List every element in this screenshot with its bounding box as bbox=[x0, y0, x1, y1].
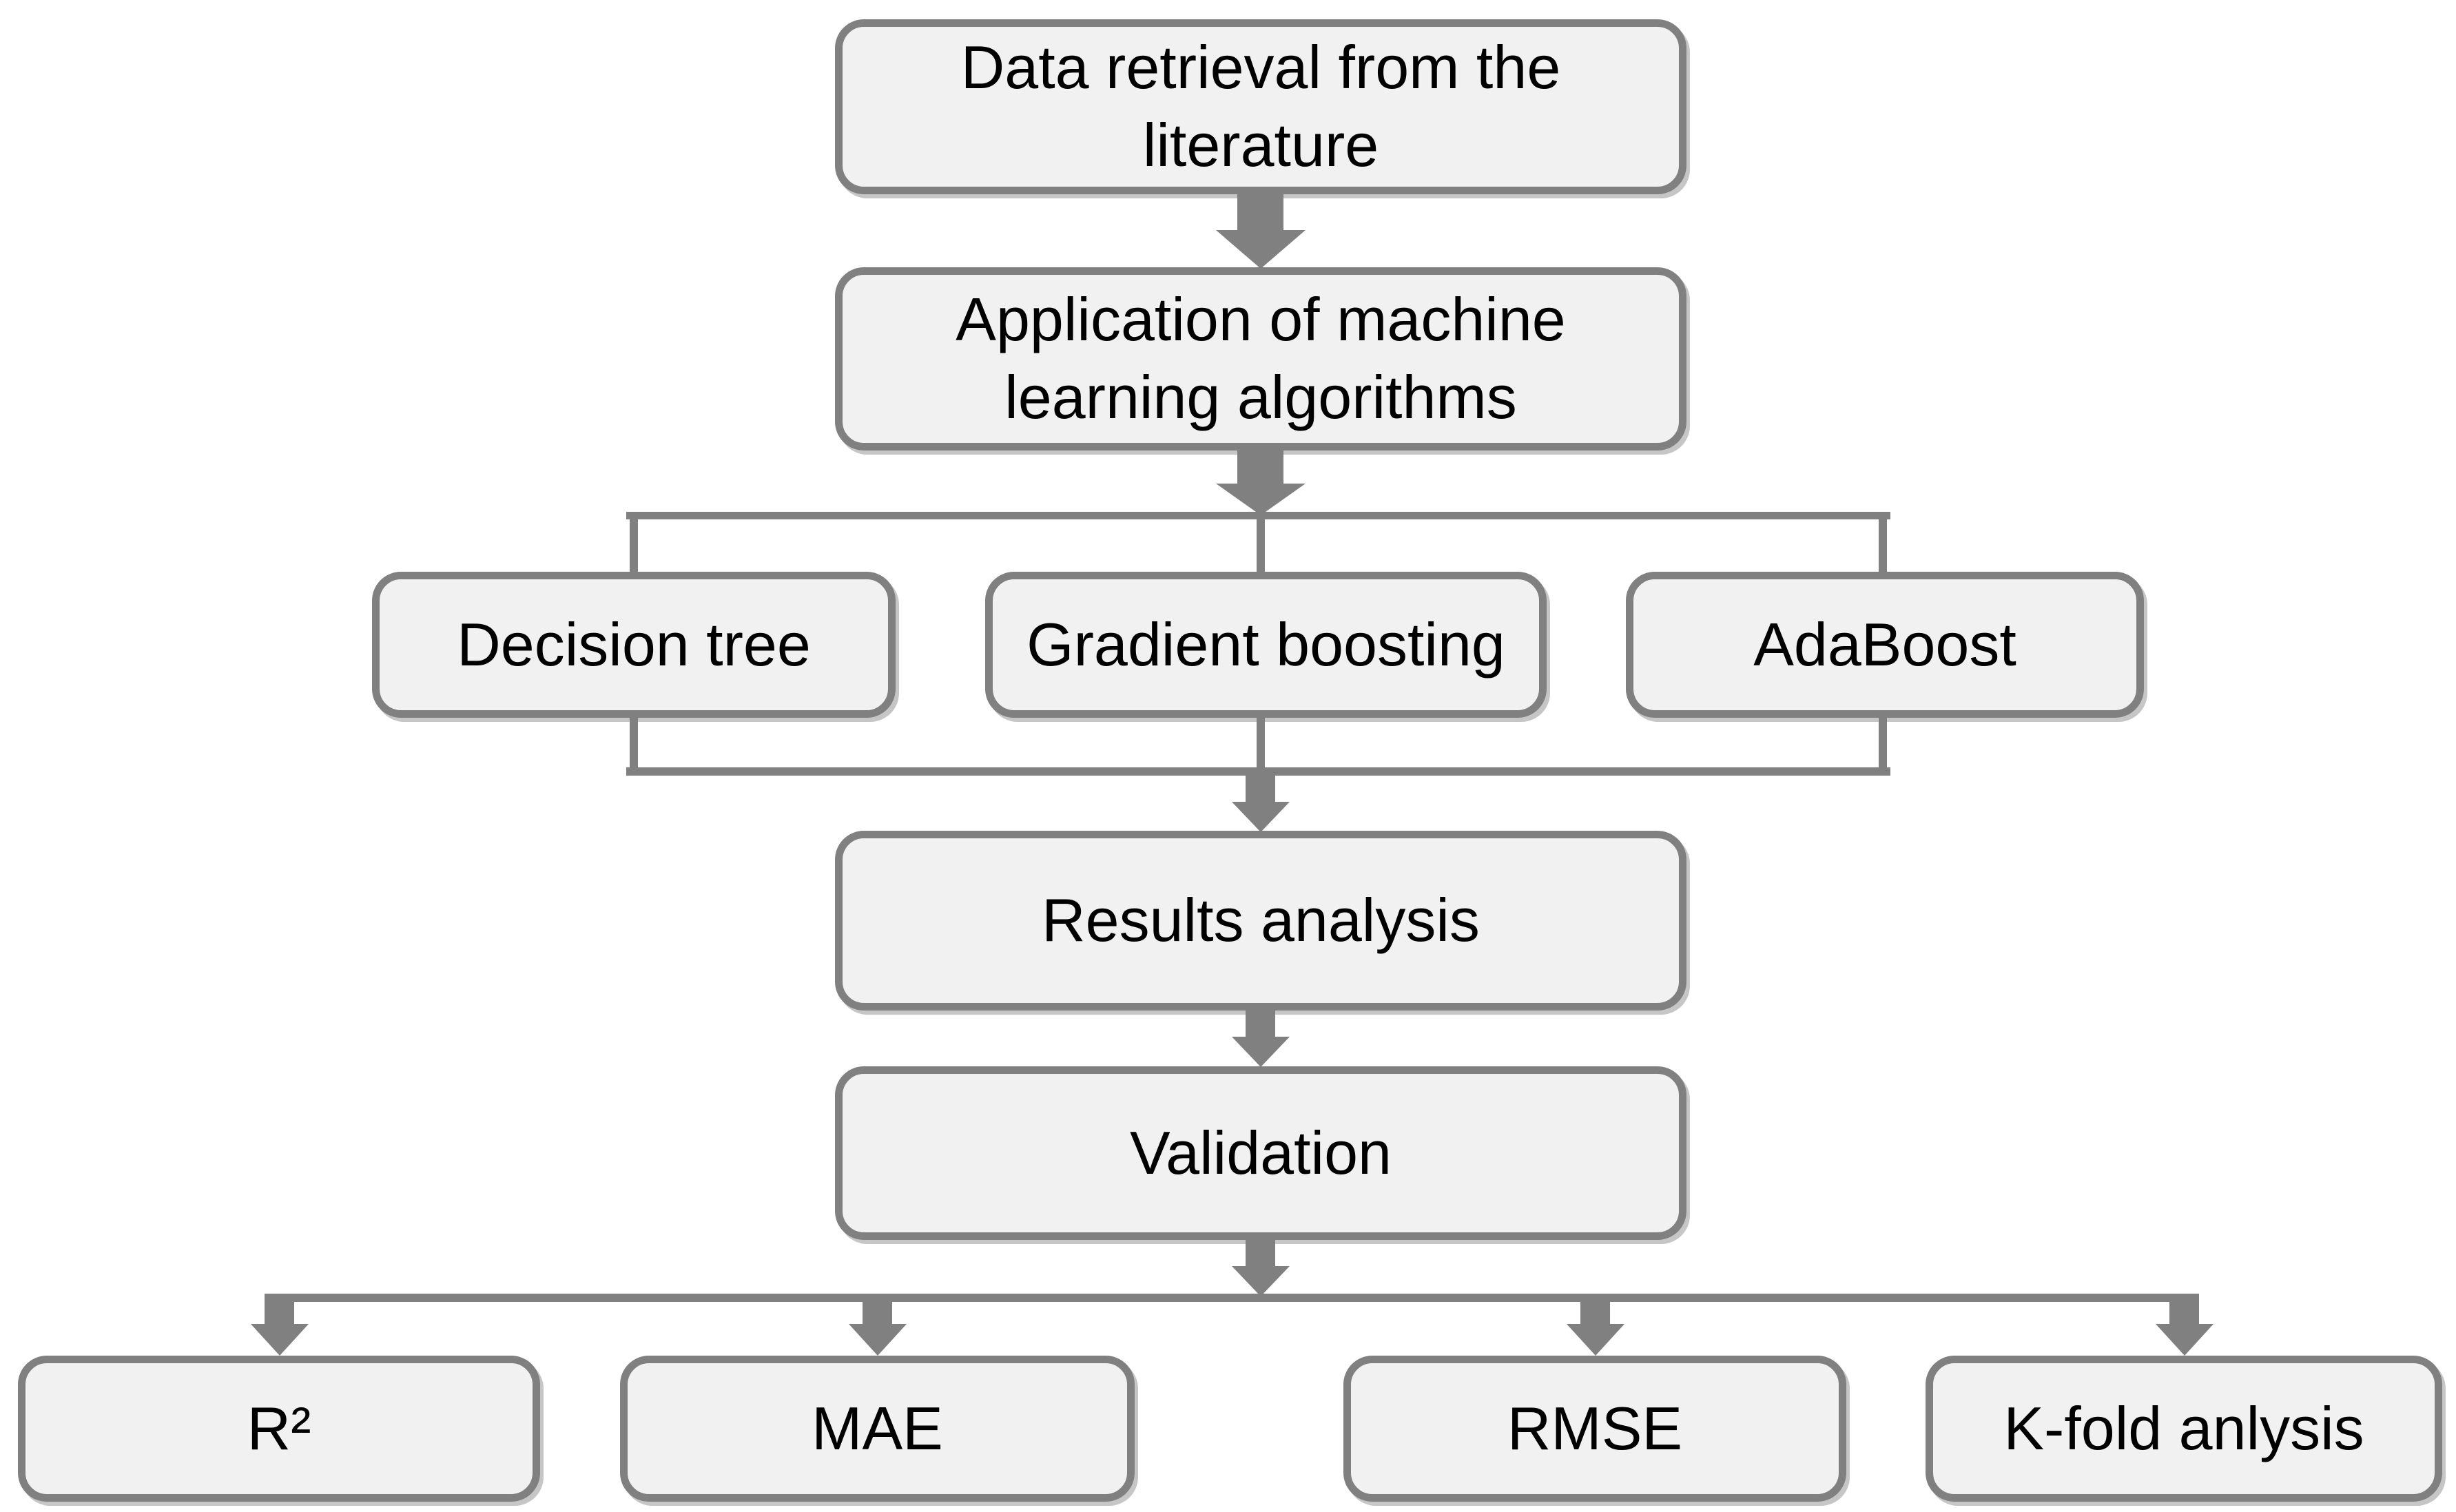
node-adaboost: AdaBoost bbox=[1626, 572, 2144, 718]
node-r-squared-label: R² bbox=[247, 1394, 311, 1462]
node-mae: MAE bbox=[620, 1356, 1135, 1502]
arrow-stem-validation-to-metrics bbox=[1246, 1237, 1275, 1266]
node-k-fold: K-fold anlysis bbox=[1926, 1356, 2442, 1502]
node-data-retrieval-label: Data retrieval from the literature bbox=[960, 33, 1561, 179]
node-adaboost-label: AdaBoost bbox=[1753, 610, 2016, 679]
node-validation: Validation bbox=[835, 1066, 1686, 1240]
node-data-retrieval: Data retrieval from the literature bbox=[835, 19, 1686, 194]
node-rmse-label: RMSE bbox=[1507, 1394, 1683, 1462]
node-validation-label: Validation bbox=[1130, 1118, 1392, 1187]
node-gradient-boosting: Gradient boosting bbox=[985, 572, 1547, 718]
arrow-stem-to-mae bbox=[863, 1301, 892, 1324]
metrics-distribution-line bbox=[265, 1294, 2199, 1302]
drop-to-decision-tree bbox=[630, 512, 638, 573]
node-k-fold-label: K-fold anlysis bbox=[2003, 1394, 2364, 1462]
arrow-head-to-mae bbox=[849, 1324, 907, 1356]
node-results-analysis: Results analysis bbox=[835, 831, 1686, 1011]
node-decision-tree-label: Decision tree bbox=[457, 610, 811, 679]
drop-from-adaboost bbox=[1879, 716, 1887, 776]
node-ml-algorithms-label: Application of machine learning algorith… bbox=[956, 285, 1566, 431]
arrow-head-validation-to-metrics bbox=[1232, 1266, 1290, 1296]
arrow-head-to-r-squared bbox=[251, 1324, 309, 1356]
arrow-stem-retrieval-to-ml bbox=[1237, 193, 1283, 230]
drop-from-gradient-boosting bbox=[1257, 716, 1265, 776]
arrow-stem-results-to-validation bbox=[1246, 1009, 1275, 1037]
collect-line-bottom bbox=[626, 767, 1890, 776]
arrow-stem-to-r-squared bbox=[265, 1301, 294, 1324]
drop-to-adaboost bbox=[1879, 512, 1887, 573]
node-rmse: RMSE bbox=[1343, 1356, 1846, 1502]
node-mae-label: MAE bbox=[812, 1394, 943, 1462]
node-r-squared: R² bbox=[18, 1356, 540, 1502]
arrow-head-retrieval-to-ml bbox=[1216, 230, 1306, 269]
arrow-stem-ml-to-branch bbox=[1237, 449, 1283, 484]
drop-from-decision-tree bbox=[630, 716, 638, 776]
node-decision-tree: Decision tree bbox=[372, 572, 896, 718]
arrow-stem-to-k-fold bbox=[2169, 1301, 2199, 1324]
node-ml-algorithms: Application of machine learning algorith… bbox=[835, 267, 1686, 451]
drop-to-gradient-boosting bbox=[1257, 512, 1265, 573]
arrow-head-ml-to-branch bbox=[1216, 484, 1306, 515]
node-gradient-boosting-label: Gradient boosting bbox=[1026, 610, 1505, 679]
arrow-stem-to-rmse bbox=[1580, 1301, 1610, 1324]
node-results-analysis-label: Results analysis bbox=[1042, 886, 1480, 955]
arrow-head-to-results bbox=[1232, 802, 1290, 832]
arrow-head-to-rmse bbox=[1567, 1324, 1624, 1356]
arrow-head-results-to-validation bbox=[1232, 1037, 1290, 1067]
arrow-stem-to-results bbox=[1246, 774, 1275, 802]
arrow-head-to-k-fold bbox=[2156, 1324, 2214, 1356]
